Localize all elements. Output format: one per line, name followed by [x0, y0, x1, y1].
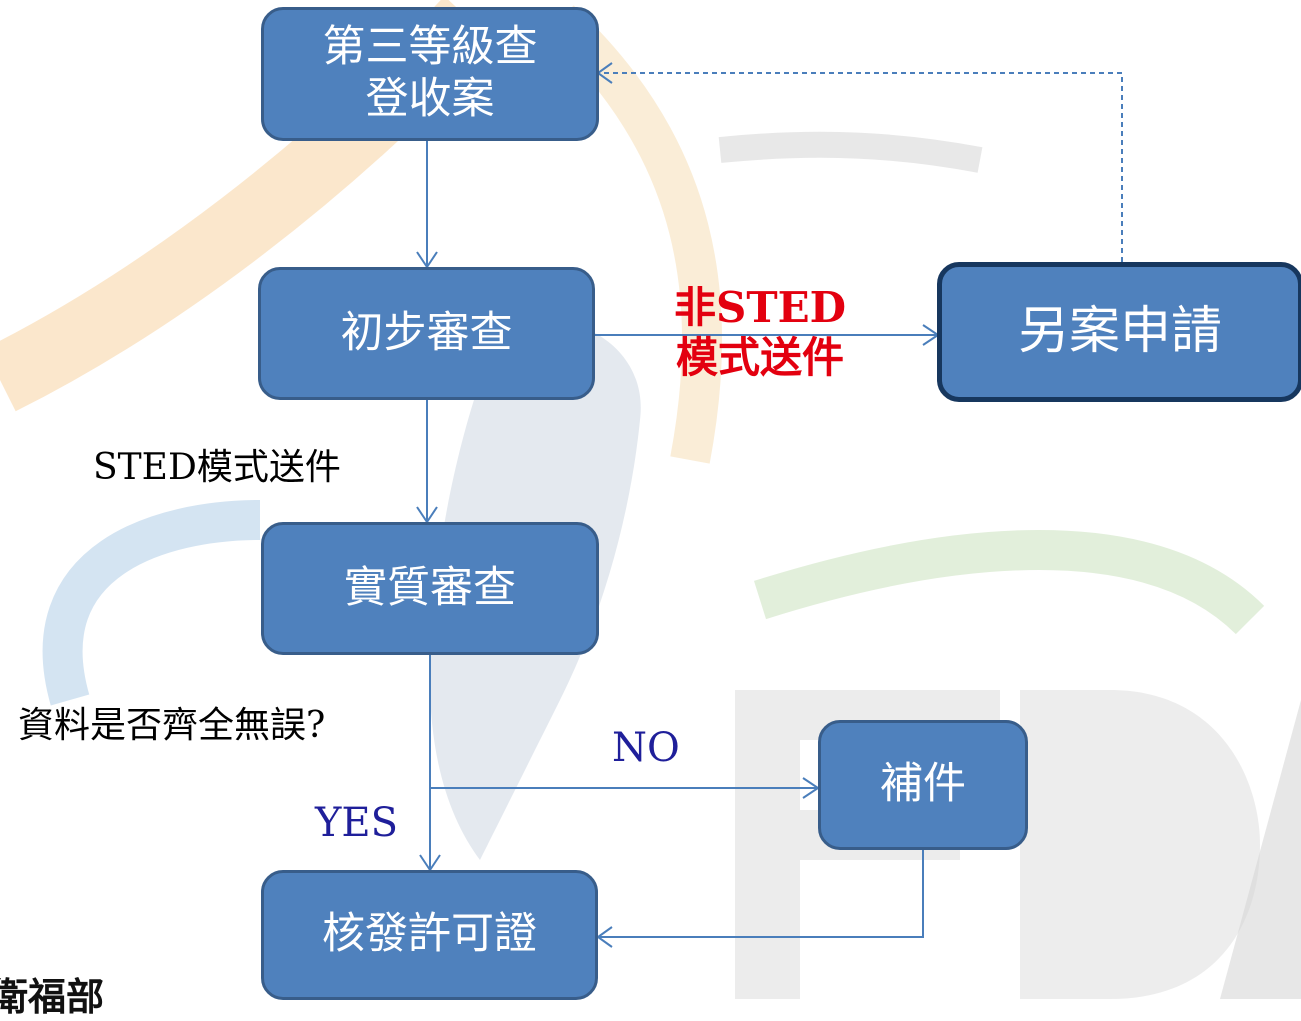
issue-license-label: 核發許可證 — [322, 909, 537, 960]
separate-application-box: 另案申請 — [937, 262, 1301, 402]
fda-letter-a — [1220, 700, 1301, 999]
arrowhead-left-2 — [596, 926, 613, 948]
non-sted-label: 非STED 模式送件 — [655, 283, 865, 384]
flow-connectors — [416, 62, 1123, 948]
issue-license-box: 核發許可證 — [261, 870, 598, 1000]
preliminary-review-label: 初步審查 — [340, 307, 513, 358]
non-sted-line1: 非STED — [673, 283, 847, 332]
preliminary-review-box: 初步審查 — [258, 267, 595, 400]
non-sted-line2: 模式送件 — [675, 333, 844, 383]
connector-supplement-to-issue — [598, 847, 924, 938]
supplement-box: 補件 — [818, 720, 1028, 850]
supplement-label: 補件 — [880, 759, 966, 810]
connector-separate-to-registration — [598, 72, 1123, 262]
substantive-review-label: 實質審查 — [344, 562, 516, 613]
registration-line2: 登收案 — [365, 74, 495, 124]
no-label: NO — [612, 725, 680, 771]
sted-label: STED模式送件 — [93, 447, 341, 488]
separate-application-label: 另案申請 — [1017, 302, 1222, 362]
registration-line1: 第三等級查 — [322, 22, 538, 73]
green-arc — [753, 530, 1265, 635]
orange-arc — [546, 5, 723, 464]
footer-partial-text: 衛福部 — [0, 975, 105, 1019]
registration-box: 第三等級查 登收案 — [261, 7, 599, 141]
yes-label: YES — [315, 800, 399, 846]
gray-arc — [718, 131, 983, 173]
fda-letter-d — [1020, 690, 1260, 999]
blue-arc — [42, 500, 261, 706]
question-label: 資料是否齊全無誤? — [18, 705, 326, 746]
substantive-review-box: 實質審查 — [261, 522, 599, 655]
